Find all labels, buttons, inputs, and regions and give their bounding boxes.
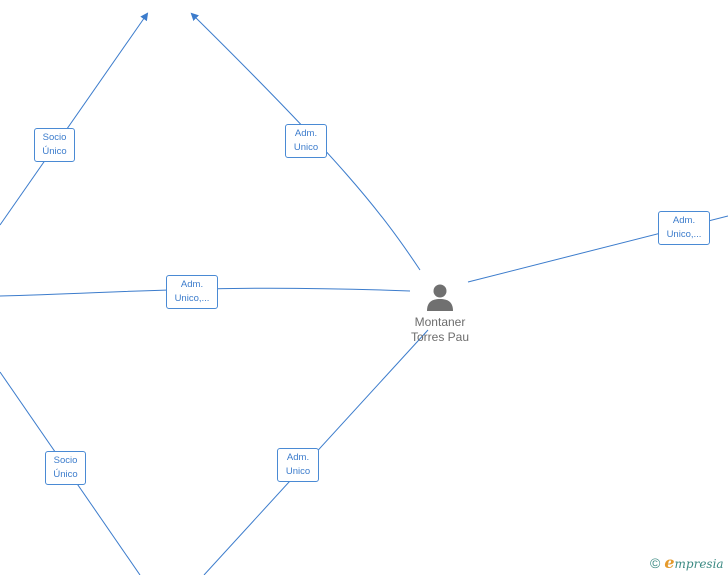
- relation-label-adm-unico-top[interactable]: Adm. Unico: [285, 124, 327, 158]
- relation-detail: Único: [53, 469, 78, 480]
- relation-label-socio-unico-bottom[interactable]: Socio Único: [45, 451, 86, 485]
- relation-role: Adm.: [294, 128, 318, 139]
- empresia-logo[interactable]: ©empresia: [650, 554, 724, 572]
- relation-detail: Unico,...: [666, 229, 702, 240]
- edge-socio-unico-top: [0, 12, 149, 226]
- relation-role: Adm.: [286, 452, 310, 463]
- relation-detail: Unico: [293, 142, 319, 153]
- copyright-icon: ©: [650, 555, 661, 571]
- relation-label-adm-unico-left[interactable]: Adm. Unico,...: [166, 275, 218, 309]
- person-node[interactable]: Montaner Torres Pau: [404, 282, 476, 345]
- relation-role: Socio: [42, 132, 67, 143]
- person-name-line1: Montaner: [414, 315, 466, 329]
- relation-label-adm-unico-bottom[interactable]: Adm. Unico: [277, 448, 319, 482]
- relation-detail: Unico,...: [174, 293, 210, 304]
- person-icon: [427, 284, 453, 311]
- relation-role: Adm.: [672, 215, 696, 226]
- person-name-line2: Torres Pau: [410, 330, 470, 344]
- person-name: Montaner Torres Pau: [404, 315, 476, 345]
- relation-detail: Único: [42, 146, 67, 157]
- relation-role: Socio: [53, 455, 78, 466]
- brand-name: mpresia: [674, 557, 724, 571]
- brand-initial: e: [664, 553, 675, 572]
- relation-label-adm-unico-right[interactable]: Adm. Unico,...: [658, 211, 710, 245]
- relation-detail: Unico: [285, 466, 311, 477]
- edge-adm-unico-top: [190, 12, 421, 271]
- relation-label-socio-unico-top[interactable]: Socio Único: [34, 128, 75, 162]
- relation-role: Adm.: [180, 279, 204, 290]
